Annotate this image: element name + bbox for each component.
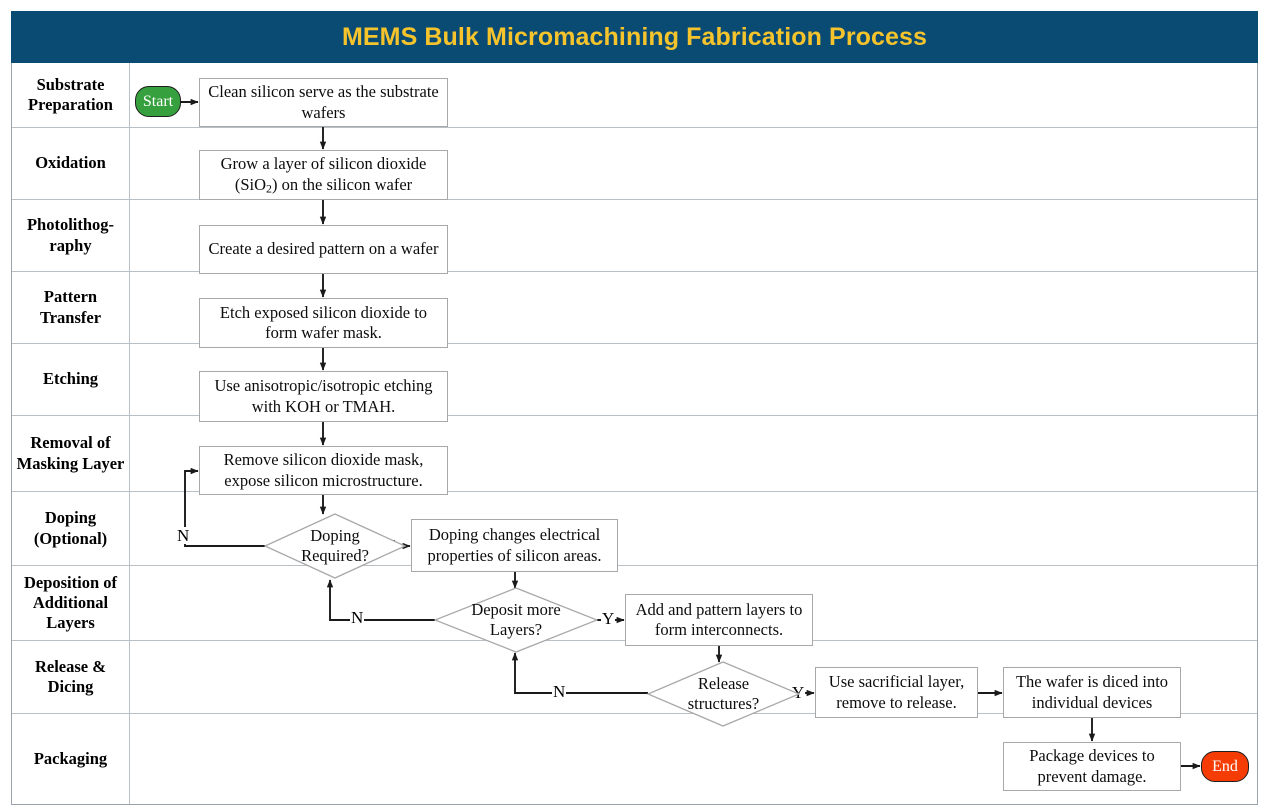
process-grow-oxide-line2: (SiO2) on the silicon wafer <box>234 174 413 196</box>
arrow-deposit-no-loop <box>326 579 435 621</box>
stage-label-packaging: Packaging <box>12 714 130 804</box>
process-dicing[interactable]: The wafer is diced into individual devic… <box>1003 667 1181 718</box>
process-clean-silicon[interactable]: Clean silicon serve as the substrate waf… <box>199 78 448 127</box>
decision-deposit-more-layers[interactable]: Deposit more Layers? <box>434 587 598 653</box>
process-sacrificial-release[interactable]: Use sacrificial layer, remove to release… <box>815 667 978 718</box>
decision-doping-line1: Doping <box>310 525 360 545</box>
stage-label-pattern-transfer: Pattern Transfer <box>12 272 130 343</box>
process-grow-oxide[interactable]: Grow a layer of silicon dioxide (SiO2) o… <box>199 150 448 200</box>
decision-release-text: Release structures? <box>688 674 759 714</box>
decision-release-line1: Release <box>697 673 750 693</box>
process-packaging-label: Package devices to prevent damage. <box>1029 746 1155 786</box>
decision-release-structures[interactable]: Release structures? <box>647 661 800 727</box>
process-sacrificial-release-label: Use sacrificial layer, remove to release… <box>828 672 965 712</box>
stage-row-pattern-transfer: Pattern Transfer <box>12 272 1257 344</box>
title-bar: MEMS Bulk Micromachining Fabrication Pro… <box>11 11 1258 63</box>
process-dicing-label: The wafer is diced into individual devic… <box>1015 672 1169 712</box>
stage-label-removal-of-masking-layer: Removal of Masking Layer <box>12 416 130 491</box>
stage-label-substrate-preparation: Substrate Preparation <box>12 63 130 127</box>
branch-label-deposit-no: N <box>350 608 365 627</box>
process-clean-silicon-label: Clean silicon serve as the substrate waf… <box>208 82 439 122</box>
process-grow-oxide-line1: Grow a layer of silicon dioxide <box>220 154 427 174</box>
terminator-start[interactable]: Start <box>135 86 181 117</box>
page-title: MEMS Bulk Micromachining Fabrication Pro… <box>341 22 928 51</box>
arrow-doping-no-loop <box>184 467 265 547</box>
process-etching-label: Use anisotropic/isotropic etching with K… <box>214 376 433 416</box>
process-etch-oxide-label: Etch exposed silicon dioxide to form waf… <box>219 302 428 342</box>
process-remove-mask[interactable]: Remove silicon dioxide mask, expose sili… <box>199 446 448 495</box>
stage-label-deposition: Deposition of Additional Layers <box>12 566 130 640</box>
stage-row-photolithography: Photolithog- raphy <box>12 200 1257 272</box>
decision-doping-line2: Required? <box>301 546 369 565</box>
stage-grid: Substrate Preparation Oxidation Photolit… <box>11 63 1258 805</box>
diamond-shape-icon <box>434 587 598 653</box>
process-etch-oxide[interactable]: Etch exposed silicon dioxide to form waf… <box>199 298 448 348</box>
diamond-shape-icon <box>647 661 800 727</box>
stage-label-release-dicing: Release & Dicing <box>12 641 130 713</box>
stage-row-etching: Etching <box>12 344 1257 416</box>
stage-row-removal-of-masking-layer: Removal of Masking Layer <box>12 416 1257 492</box>
branch-label-release-yes: Y <box>791 683 806 702</box>
decision-doping-required-text: Doping Required? <box>301 526 369 566</box>
arrow-release-no-loop <box>511 652 648 694</box>
process-doping-effect[interactable]: Doping changes electrical properties of … <box>411 519 618 572</box>
decision-deposit-text: Deposit more Layers? <box>471 600 560 640</box>
process-create-pattern[interactable]: Create a desired pattern on a wafer <box>199 225 448 274</box>
stage-label-oxidation: Oxidation <box>12 128 130 199</box>
process-packaging[interactable]: Package devices to prevent damage. <box>1003 742 1181 791</box>
process-remove-mask-label: Remove silicon dioxide mask, expose sili… <box>223 450 424 490</box>
process-etching[interactable]: Use anisotropic/isotropic etching with K… <box>199 371 448 422</box>
stage-label-doping: Doping (Optional) <box>12 492 130 565</box>
decision-deposit-line1: Deposit more <box>471 599 561 619</box>
process-doping-effect-label: Doping changes electrical properties of … <box>427 525 602 565</box>
stage-row-substrate-preparation: Substrate Preparation <box>12 63 1257 128</box>
branch-label-doping-no: N <box>176 526 191 545</box>
process-create-pattern-label: Create a desired pattern on a wafer <box>208 239 439 259</box>
stage-row-release-dicing: Release & Dicing <box>12 641 1257 714</box>
stage-row-oxidation: Oxidation <box>12 128 1257 200</box>
decision-deposit-line2: Layers? <box>489 620 543 639</box>
terminator-end[interactable]: End <box>1201 751 1249 782</box>
terminator-end-label: End <box>1212 757 1238 775</box>
diamond-shape-icon <box>264 513 406 579</box>
branch-label-deposit-yes: Y <box>601 609 616 628</box>
decision-release-line2: structures? <box>687 694 760 713</box>
stage-label-photolithography: Photolithog- raphy <box>12 200 130 271</box>
decision-doping-required[interactable]: Doping Required? <box>264 513 406 579</box>
terminator-start-label: Start <box>142 92 174 110</box>
branch-label-release-no: N <box>552 682 567 701</box>
stage-row-doping: Doping (Optional) <box>12 492 1257 566</box>
stage-row-packaging: Packaging <box>12 714 1257 804</box>
process-add-layers[interactable]: Add and pattern layers to form interconn… <box>625 594 813 646</box>
stage-label-etching: Etching <box>12 344 130 415</box>
process-add-layers-label: Add and pattern layers to form interconn… <box>635 599 803 639</box>
